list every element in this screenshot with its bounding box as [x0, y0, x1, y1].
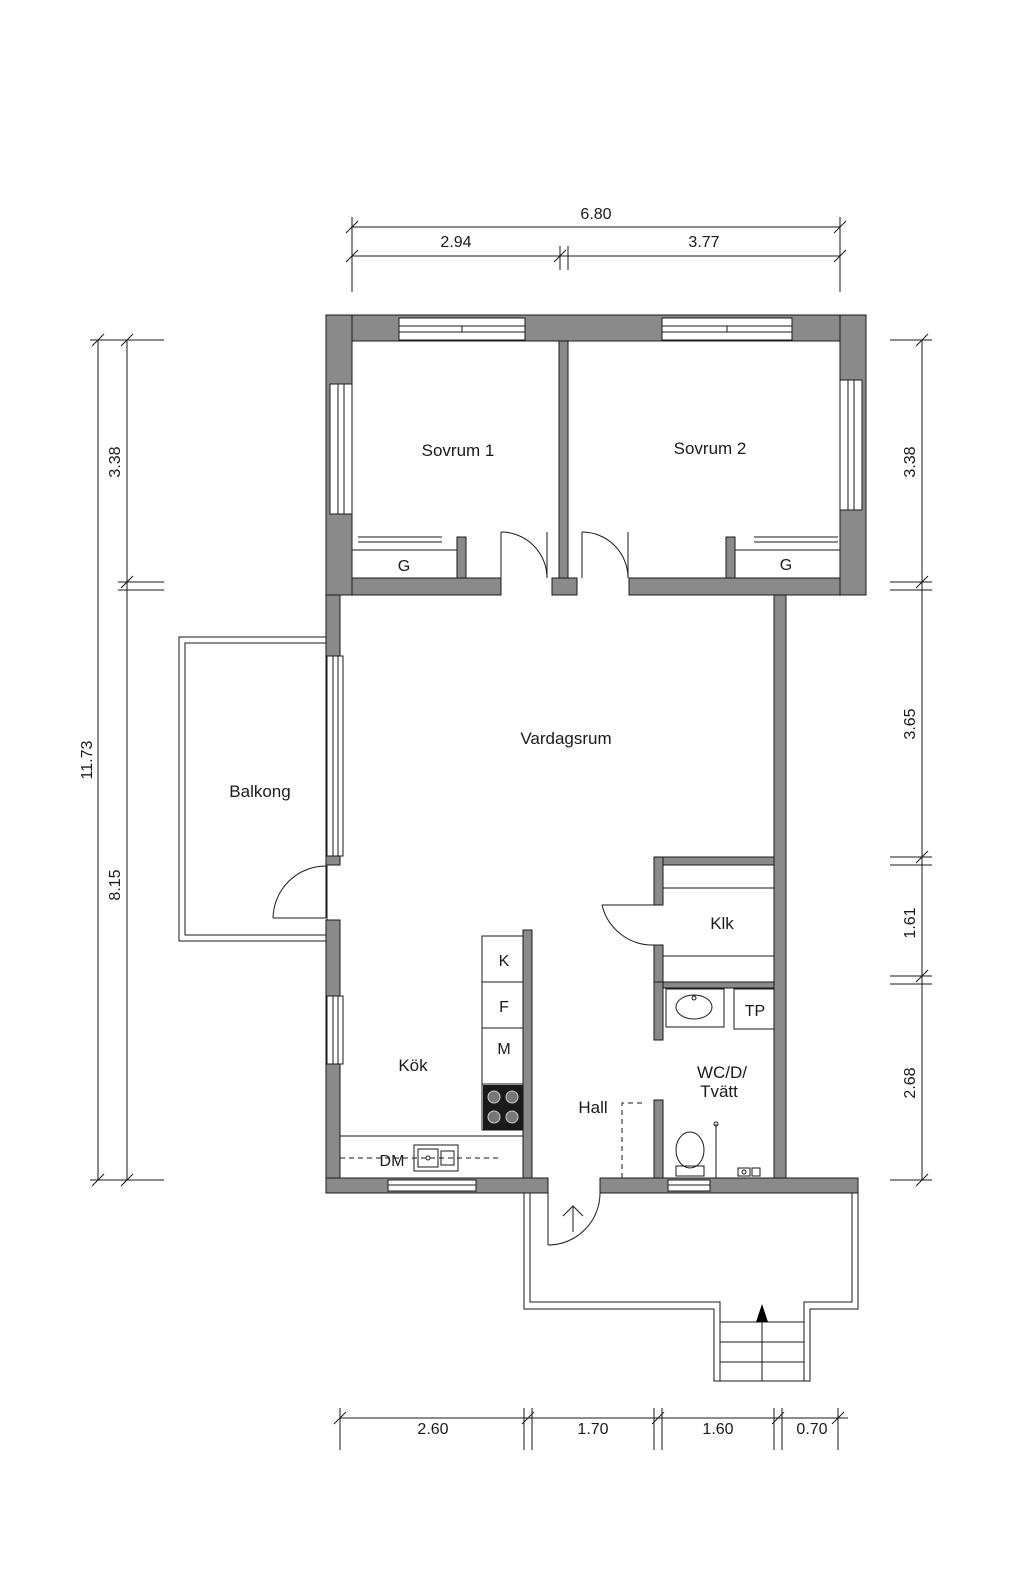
- room-label-vardagsrum: Vardagsrum: [520, 729, 611, 748]
- entrance-platform: [523, 1193, 859, 1382]
- dim-right-2: 3.65: [902, 708, 919, 739]
- room-label-klk: Klk: [710, 914, 734, 933]
- wardrobe-label-left: G: [398, 558, 410, 575]
- hall-wardrobe: [621, 1102, 646, 1178]
- wardrobe-label-right: G: [780, 557, 792, 574]
- entry-arrow-icon: [562, 1205, 584, 1232]
- microwave-label: M: [497, 1041, 510, 1058]
- sink-icon: [413, 1144, 459, 1172]
- shower-rail: [713, 1121, 719, 1178]
- stove-icon: [483, 1085, 523, 1130]
- doors: [272, 531, 655, 1246]
- entrance-stairs: [720, 1310, 804, 1381]
- room-label-hall: Hall: [578, 1098, 607, 1117]
- room-label-sovrum-1: Sovrum 1: [422, 441, 495, 460]
- dim-left-total: 11.73: [79, 740, 96, 779]
- closet-shelf: [663, 887, 774, 957]
- dim-top-right: 3.77: [688, 234, 719, 251]
- dim-bottom-3: 1.60: [702, 1421, 733, 1438]
- dim-right-1: 3.38: [902, 446, 919, 477]
- dim-top-left: 2.94: [440, 234, 471, 251]
- washbasin-icon: [665, 988, 725, 1028]
- stair-arrow-icon: [756, 1304, 768, 1322]
- fridge-label: K: [499, 953, 510, 970]
- tp-cabinet: [733, 988, 775, 1030]
- dim-bottom-2: 1.70: [577, 1421, 608, 1438]
- windows: [326, 317, 863, 1192]
- wardrobes: [352, 536, 840, 551]
- dim-bottom-4: 0.70: [796, 1421, 827, 1438]
- dimension-lines: [90, 217, 932, 1450]
- toilet-icon: [675, 1131, 705, 1177]
- dishwasher-label: DM: [380, 1153, 405, 1170]
- dim-right-4: 2.68: [902, 1067, 919, 1098]
- dim-top-total: 6.80: [580, 206, 611, 223]
- room-label-balkong: Balkong: [229, 782, 290, 801]
- dim-left-lower: 8.15: [107, 869, 124, 900]
- tp-label: TP: [745, 1003, 765, 1020]
- room-label-kok: Kök: [398, 1056, 428, 1075]
- freezer-label: F: [499, 999, 509, 1016]
- dim-bottom-1: 2.60: [417, 1421, 448, 1438]
- washer-outlet-icon: [737, 1167, 761, 1177]
- room-label-wc-line2: Tvätt: [700, 1082, 738, 1101]
- room-label-wc-line1: WC/D/: [697, 1063, 747, 1082]
- dim-right-3: 1.61: [902, 907, 919, 938]
- dim-left-upper: 3.38: [107, 446, 124, 477]
- room-label-sovrum-2: Sovrum 2: [674, 439, 747, 458]
